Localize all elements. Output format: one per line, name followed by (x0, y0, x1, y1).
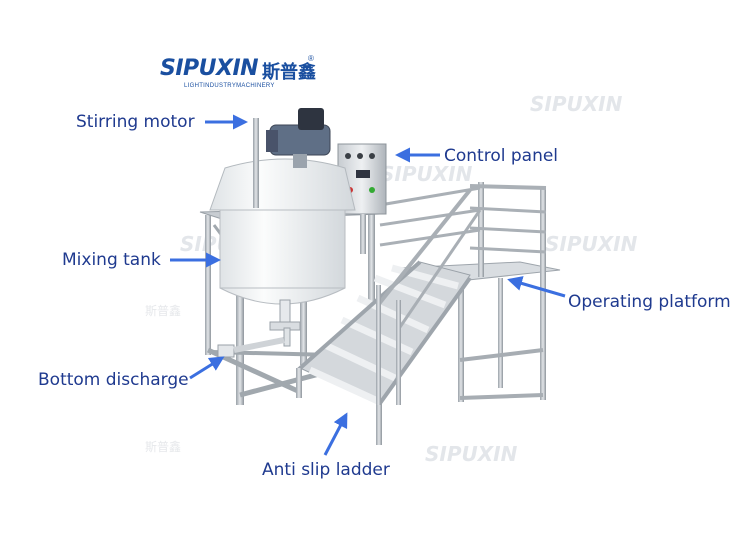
watermark: SIPUXIN (545, 232, 638, 256)
registered-mark: ® (308, 54, 314, 63)
mixing-tank-body (209, 158, 356, 358)
watermark: SIPUXIN (425, 442, 518, 466)
watermark-small: 斯普鑫 (145, 304, 182, 318)
arrow-operating-platform (507, 276, 566, 298)
label-stirring-motor: Stirring motor (76, 112, 195, 132)
stirring-motor-unit (253, 108, 331, 208)
anti-slip-ladder (296, 188, 482, 445)
brand-tagline: LIGHTINDUSTRYMACHINERY (184, 83, 275, 89)
arrow-bottom-discharge (189, 356, 225, 380)
watermark-small: 斯普鑫 (145, 440, 182, 454)
arrow-anti-slip-ladder (323, 412, 348, 456)
watermark: SIPUXIN (530, 92, 623, 116)
watermark: SIPUXIN (380, 162, 473, 186)
label-bottom-discharge: Bottom discharge (38, 370, 189, 390)
label-control-panel: Control panel (444, 146, 559, 166)
label-operating-platform: Operating platform (568, 292, 731, 312)
brand-logo-chinese: 斯普鑫 (262, 62, 316, 83)
label-mixing-tank: Mixing tank (62, 250, 161, 270)
brand-logo: SIPUXIN 斯普鑫 ® LIGHTINDUSTRYMACHINERY (160, 54, 316, 96)
brand-logo-text: SIPUXIN (160, 56, 259, 81)
label-anti-slip-ladder: Anti slip ladder (262, 460, 390, 480)
